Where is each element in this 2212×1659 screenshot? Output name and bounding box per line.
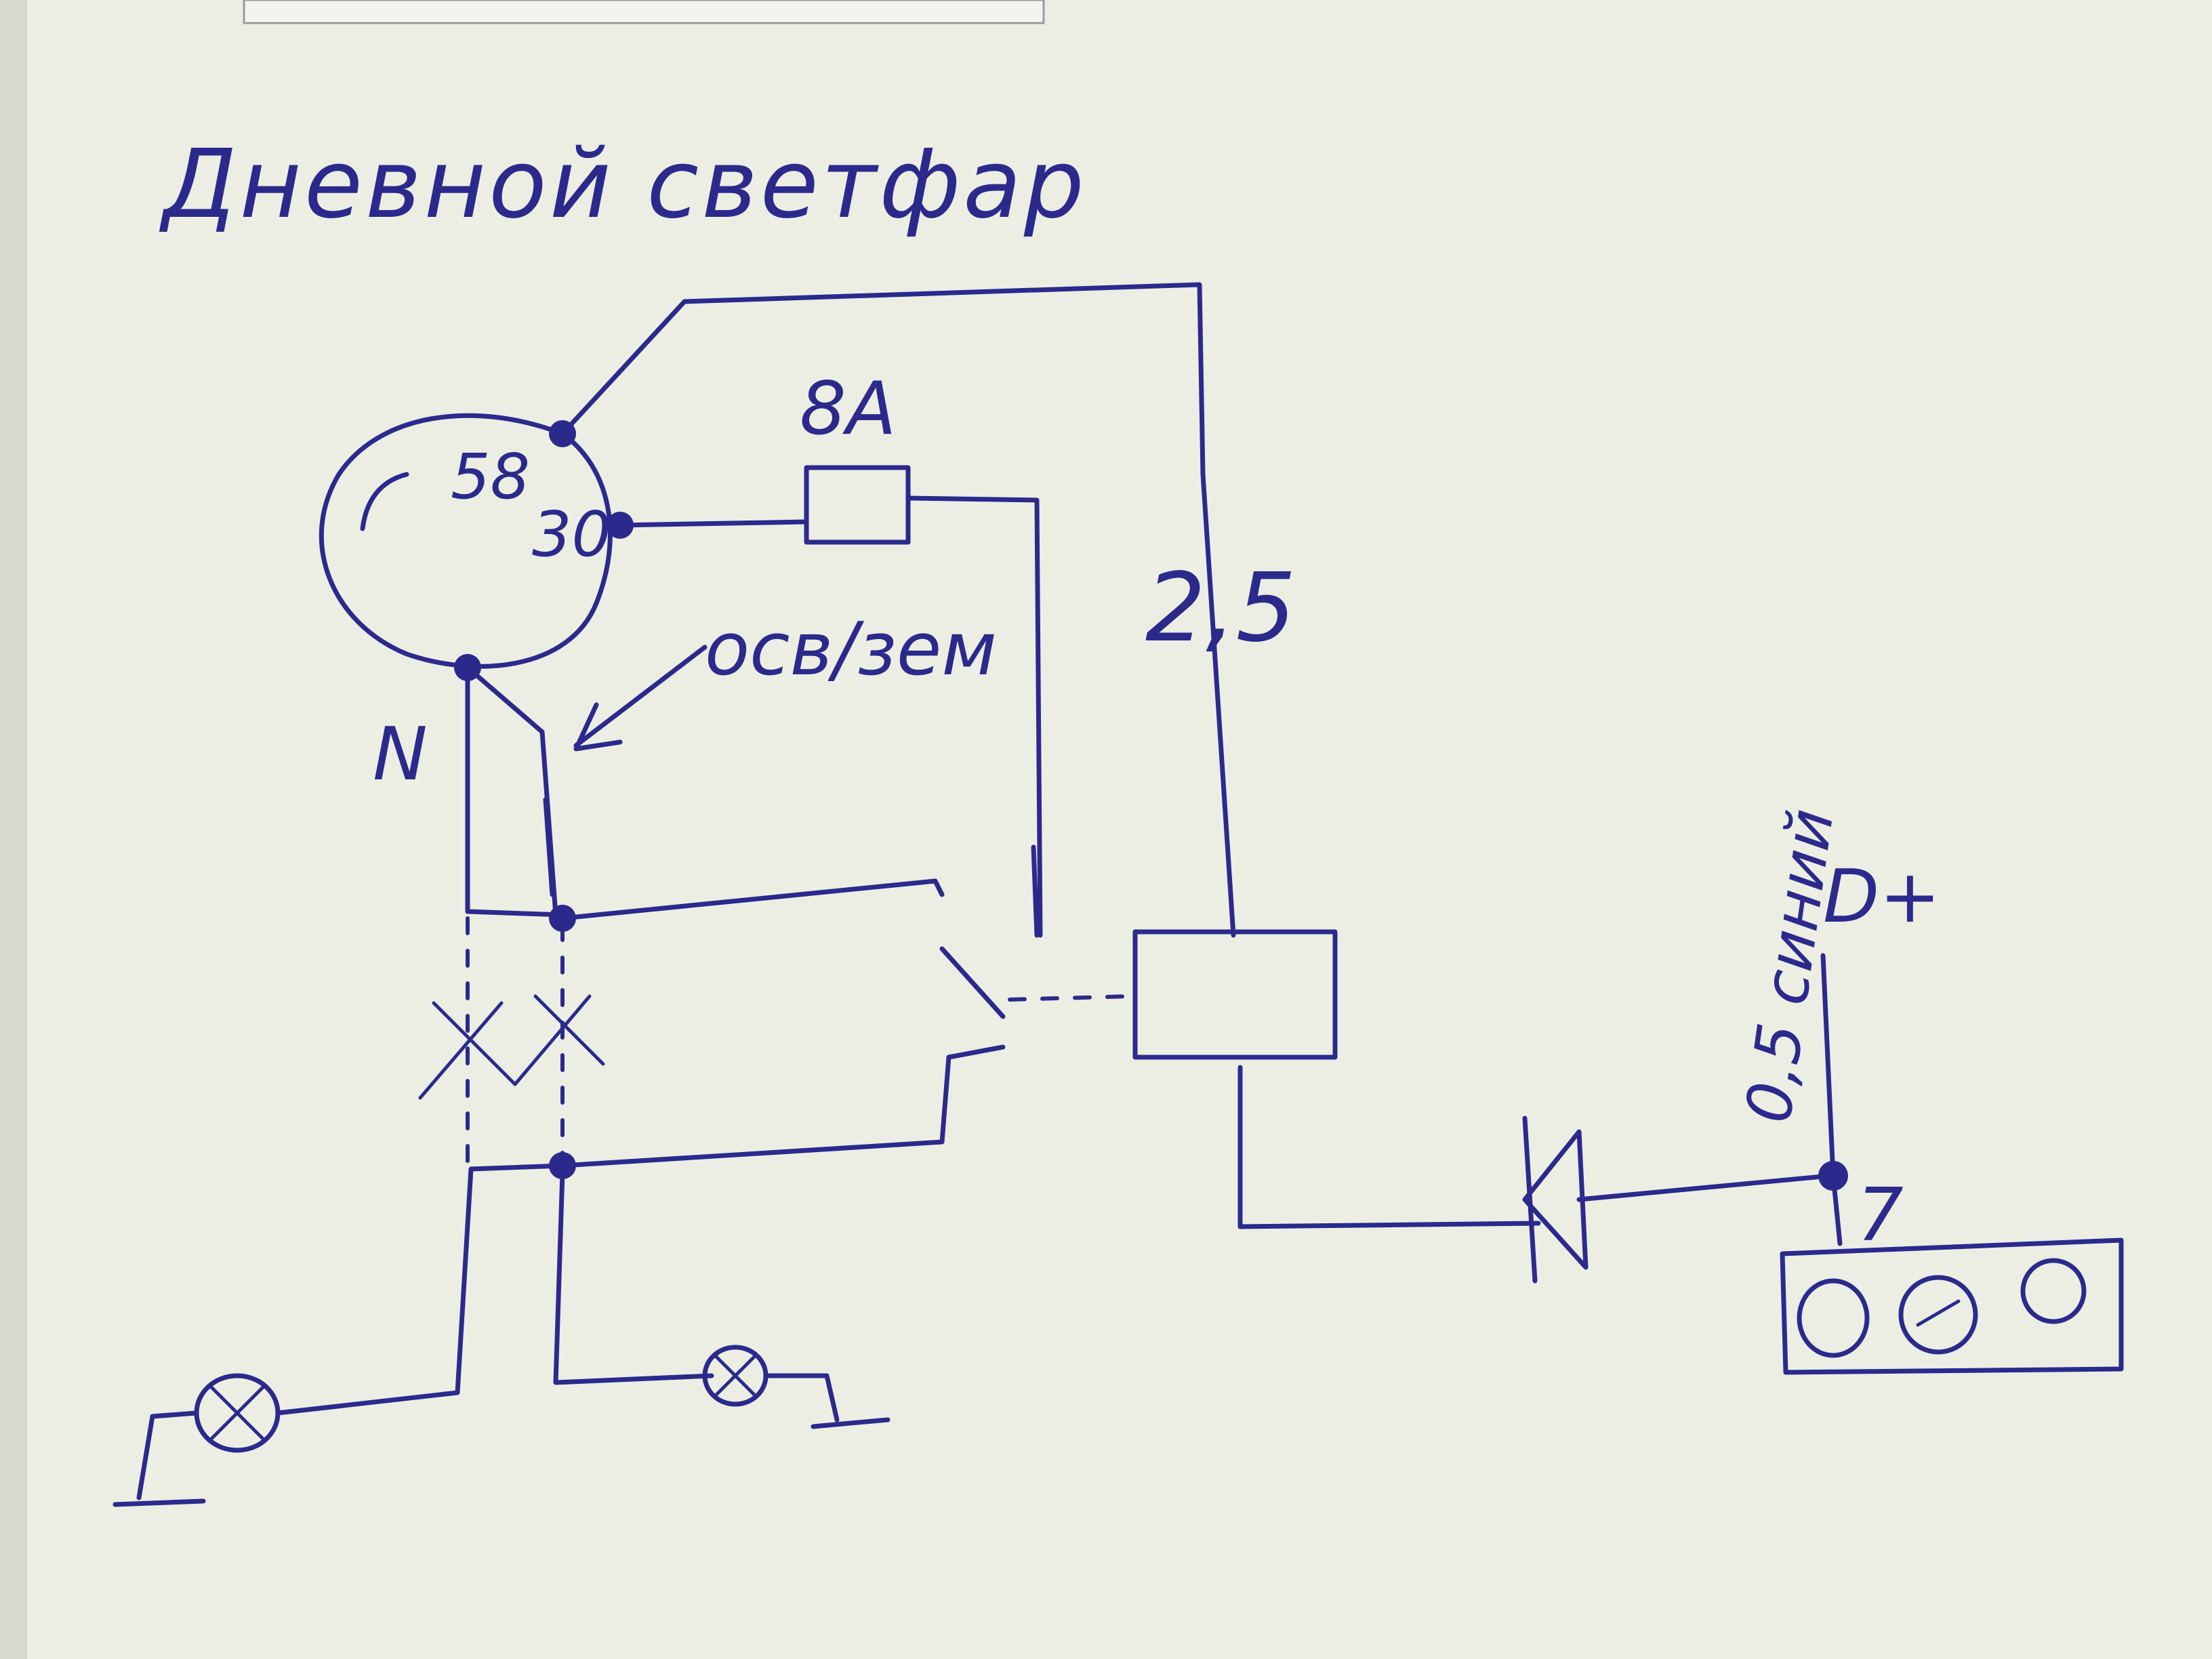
wire-n-down: [465, 665, 565, 918]
wire-58-to-relay: [560, 282, 1236, 938]
wire-to-left-lamp: [275, 1163, 565, 1416]
right-ground-symbol: [811, 1417, 890, 1429]
label-pin-58: 58: [451, 441, 530, 513]
connector-pin-mark: [1916, 1299, 1961, 1327]
printed-header-fragment: [243, 0, 1045, 24]
relay-coil: [1132, 929, 1338, 1060]
wire-to-right-lamp: [553, 1170, 714, 1385]
diode-bar: [1522, 1115, 1538, 1284]
label-ground-note: осв/зем: [705, 607, 997, 692]
label-pin-30: 30: [532, 498, 611, 571]
ground-arrow-shaft: [573, 644, 708, 748]
right-lamp-ground: [763, 1373, 840, 1422]
cut-mark-2a: [533, 994, 605, 1066]
diagram-title: Дневной светфар: [159, 129, 1087, 240]
label-pin-7: 7: [1857, 1173, 1904, 1258]
connector-pin-3: [2020, 1258, 2087, 1324]
connector-pin-7: [1898, 1275, 1978, 1355]
cut-mark-1a: [432, 1001, 517, 1086]
relay-mechanical-link: [1008, 994, 1134, 1002]
left-lamp-ground: [136, 1410, 199, 1500]
connector-block: [1780, 1237, 2124, 1375]
left-lamp-x2: [208, 1384, 266, 1442]
wire-contact-to-lamps: [560, 1044, 1006, 1168]
paper-edge-shadow: [0, 0, 27, 1659]
relay-contact-blade: [939, 946, 1006, 1019]
light-switch-body: [319, 413, 613, 669]
connector-pin-1: [1797, 1278, 1870, 1358]
label-d-plus: D+: [1823, 855, 1941, 939]
ground-arrow-head: [573, 702, 623, 752]
label-wire-size: 2,5: [1145, 553, 1296, 663]
wire-ground-thick: [543, 797, 555, 897]
cut-mark-1b: [418, 1001, 504, 1100]
left-ground-symbol: [112, 1498, 206, 1507]
switch-rotation-arc: [360, 472, 409, 531]
wire-to-pin7: [1830, 1173, 1843, 1246]
wire-30-to-fuse: [617, 519, 809, 528]
wire-diode-to-dplus: [1576, 1173, 1832, 1202]
wire-dplus-feed: [1820, 953, 1836, 1179]
wire-contact-stub: [1031, 844, 1040, 938]
wire-junction-to-contact: [560, 878, 945, 921]
wire-coil-to-diode: [1237, 1065, 1541, 1229]
label-fuse-rating: 8A: [800, 367, 897, 451]
right-lamp-x2: [713, 1353, 758, 1398]
cut-mark-2b: [513, 994, 592, 1086]
fuse-8a: [804, 465, 911, 545]
label-neutral: N: [373, 712, 428, 797]
wire-fuse-out: [905, 495, 1043, 938]
